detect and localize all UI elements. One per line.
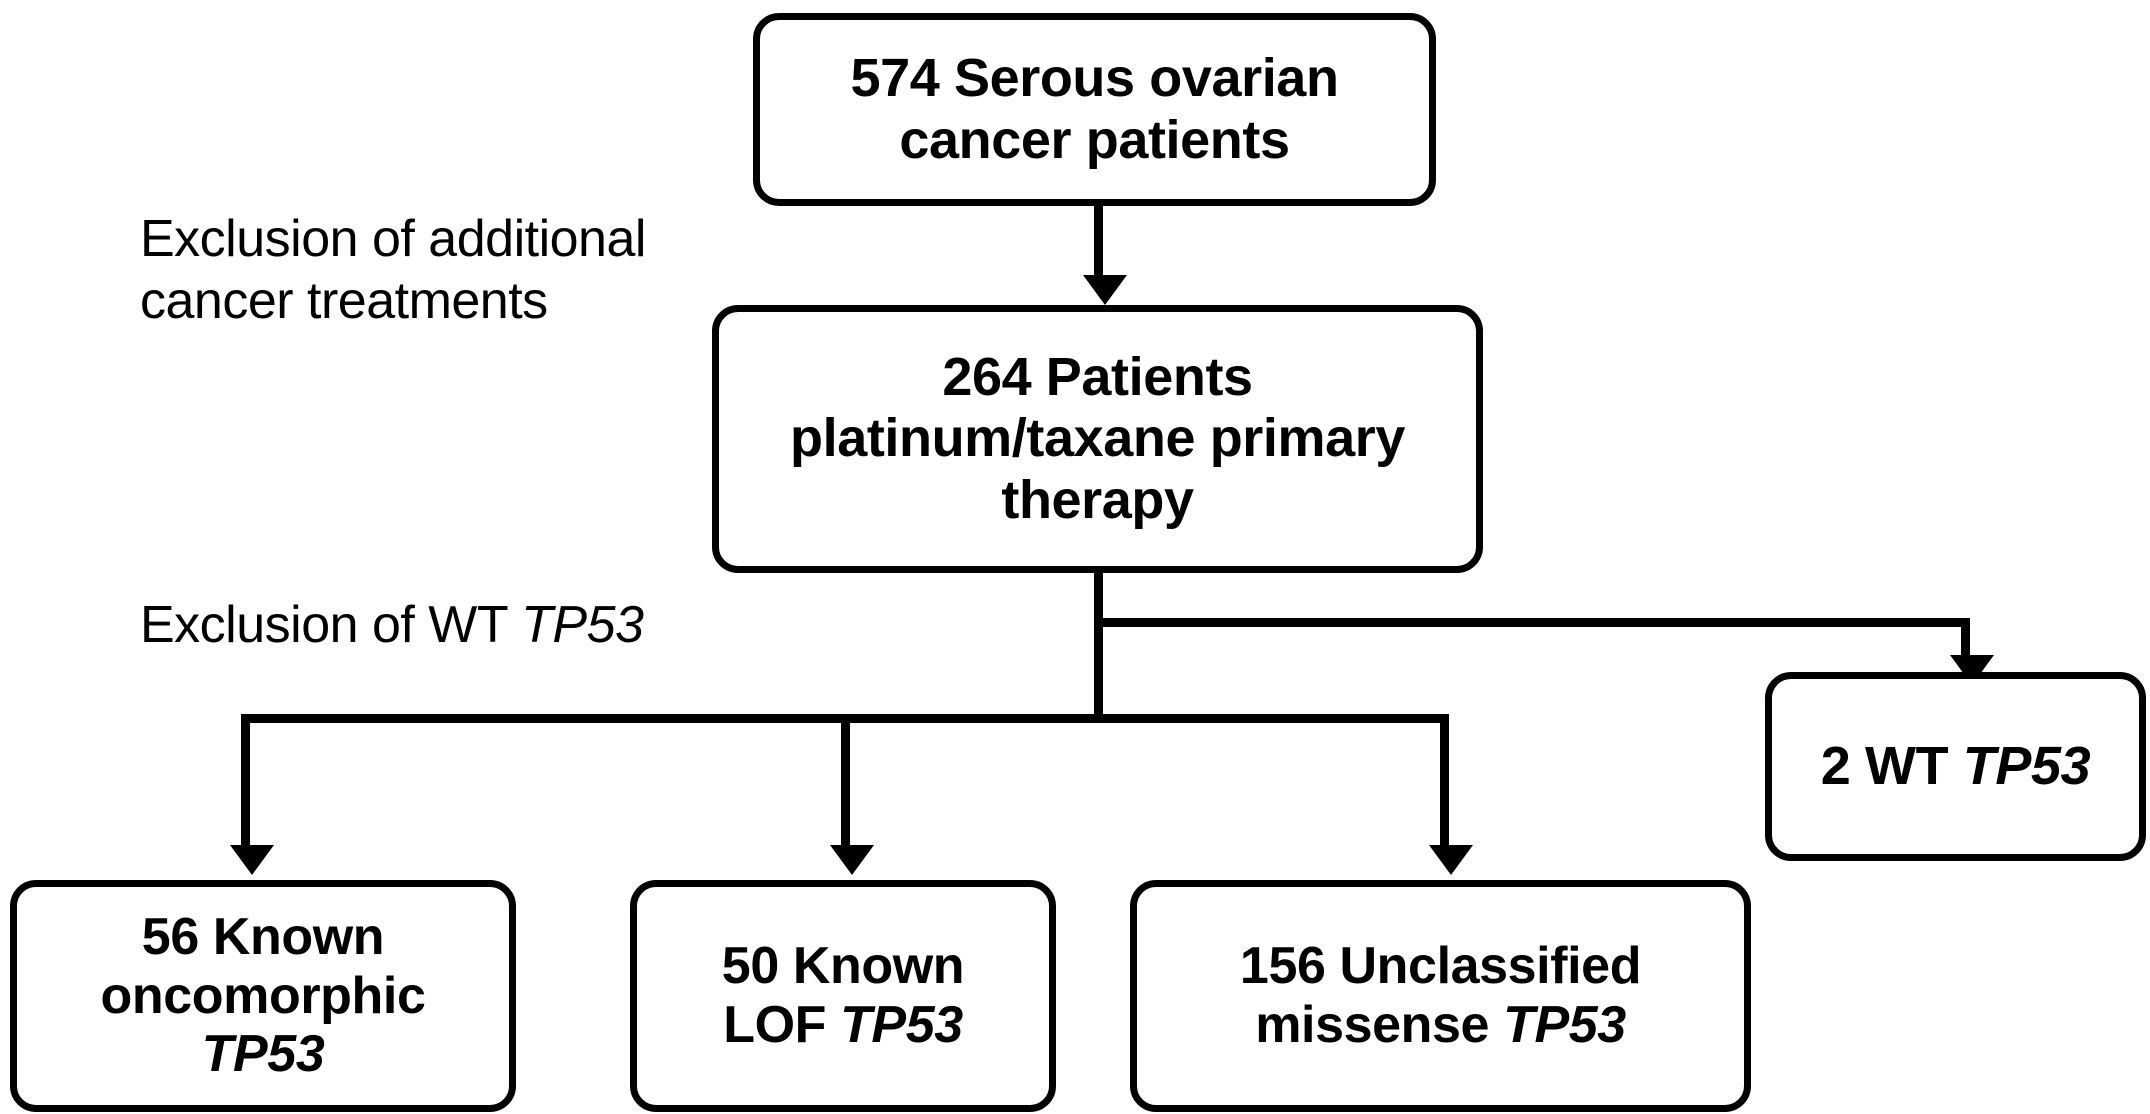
node-wt-prefix: 2 WT: [1820, 735, 1963, 796]
arrowhead-to-missense: [1429, 845, 1473, 875]
node-therapy-line3: therapy: [1001, 469, 1194, 530]
node-missense-line2-prefix: missense: [1255, 996, 1504, 1054]
node-oncomorphic-line1: 56 Known: [141, 907, 385, 966]
node-missense-line1: 156 Unclassified: [1239, 937, 1642, 996]
connector-therapy-trunk: [1094, 573, 1103, 723]
node-oncomorphic-gene: TP53: [201, 1025, 325, 1084]
connector-to-oncomorphic-vertical: [241, 714, 250, 848]
node-wt-tp53[interactable]: 2 WT TP53: [1765, 672, 2146, 861]
annotation-exclusion-treatments: Exclusion of additional cancer treatment…: [140, 210, 646, 331]
node-lof-gene: TP53: [840, 996, 963, 1054]
annotation-exclusion-wt-gene: TP53: [521, 596, 644, 654]
arrowhead-cohort-to-therapy: [1083, 275, 1127, 305]
arrowhead-to-lof: [830, 845, 874, 875]
node-wt-gene: TP53: [1962, 735, 2091, 796]
node-missense-gene: TP53: [1503, 996, 1626, 1054]
node-cohort-line2: cancer patients: [899, 109, 1290, 170]
annotation-exclusion-wt-prefix: Exclusion of WT: [140, 596, 522, 654]
connector-to-lof-vertical: [841, 714, 850, 848]
arrowhead-to-oncomorphic: [230, 845, 274, 875]
connector-to-wt-vertical: [1961, 618, 1970, 660]
node-therapy-line2: platinum/taxane primary: [790, 408, 1405, 469]
node-therapy-line1: 264 Patients: [942, 347, 1253, 408]
node-oncomorphic-line2: oncomorphic: [100, 966, 426, 1025]
node-lof-line2-prefix: LOF: [723, 996, 841, 1054]
connector-cohort-to-therapy-line: [1094, 205, 1103, 279]
connector-to-missense-vertical: [1440, 714, 1449, 848]
node-lof-line1: 50 Known: [721, 937, 965, 996]
node-cohort-line1: 574 Serous ovarian: [850, 48, 1339, 109]
annotation-exclusion-wt-tp53: Exclusion of WT TP53: [140, 594, 644, 656]
connector-to-wt-horizontal: [1094, 618, 1970, 627]
node-wt-text: 2 WT TP53: [1782, 736, 2129, 797]
